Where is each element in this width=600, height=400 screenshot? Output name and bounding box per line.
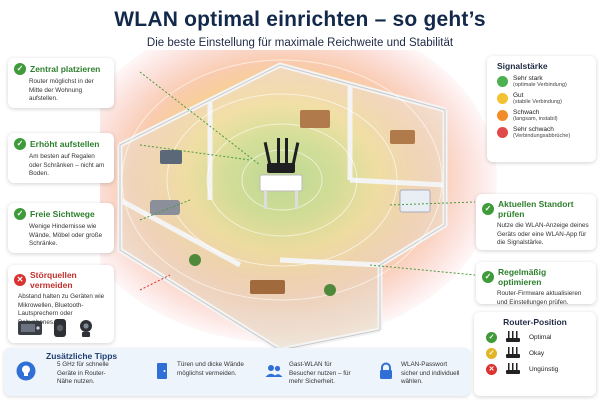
cross-icon: ✕ (486, 363, 497, 375)
check-icon: ✓ (482, 271, 494, 283)
legend-swatch (497, 93, 508, 104)
tip-card-erhoeht: ✓ Erhöht aufstellen Am besten auf Regale… (8, 133, 114, 183)
legend-swatch (497, 127, 508, 138)
tip-card-zentral: ✓ Zentral platzieren Router möglichst in… (8, 58, 114, 108)
check-icon: ✓ (14, 138, 26, 150)
router-position-item: ✕ Ungünstig (480, 363, 590, 375)
page-title: WLAN optimal einrichten – so geht’s (114, 8, 486, 31)
legend-swatch (497, 110, 508, 121)
router-icon (506, 331, 520, 342)
check-icon: ✓ (482, 203, 494, 215)
check-icon: ✓ (14, 208, 26, 220)
router-position-panel: Router-Position ✓ Optimal ✓ Okay ✕ Ungün… (474, 312, 596, 396)
page-subtitle: Die beste Einstellung für maximale Reich… (146, 37, 454, 49)
legend-item: Sehr stark(optimale Verbindung) (493, 75, 590, 88)
connector-lines (139, 71, 476, 276)
legend-item: Schwach(langsam, instabil) (493, 109, 590, 122)
legend-item: Gut(stabile Verbindung) (493, 92, 590, 105)
tip-card-standort: ✓ Aktuellen Standort prüfen Nutze die WL… (476, 194, 596, 250)
check-icon: ✓ (486, 347, 497, 359)
router-icon (506, 363, 520, 374)
door-icon (157, 363, 167, 379)
legend-swatch (497, 76, 508, 87)
floor-plan-illustration (100, 50, 497, 350)
tip-card-stoerquellen: ✕ Störquellen vermeiden Abstand halten z… (8, 265, 114, 343)
extra-tips-bar: Zusätzliche Tipps 5 GHz für schnelle Ger… (4, 348, 470, 396)
check-icon: ✓ (486, 331, 497, 343)
router-illustration (259, 138, 303, 209)
router-position-item: ✓ Optimal (480, 331, 590, 343)
tip-card-optimieren: ✓ Regelmäßig optimieren Router-Firmware … (476, 262, 596, 306)
router-icon (506, 347, 520, 358)
tip-card-sichtwege: ✓ Freie Sichtwege Wenige Hindernisse wie… (8, 203, 114, 253)
cross-icon: ✕ (14, 274, 26, 286)
extra-tip-item: 5 GHz für schnelle Geräte in Router-Nähe… (16, 361, 116, 387)
users-icon (265, 365, 283, 377)
lightbulb-icon (16, 361, 36, 381)
signal-legend: Signalstärke Sehr stark(optimale Verbind… (487, 56, 596, 162)
extra-tip-item: Türen und dicke Wände möglichst vermeide… (152, 361, 252, 381)
interference-devices-icon (18, 319, 92, 337)
legend-item: Sehr schwach(Verbindungsabbrüche) (493, 126, 590, 139)
router-position-item: ✓ Okay (480, 347, 590, 359)
check-icon: ✓ (14, 63, 26, 75)
lock-icon (380, 362, 392, 379)
extra-tip-item: Gast-WLAN für Besucher nutzen – für mehr… (264, 361, 364, 387)
extra-tip-item: WLAN-Passwort sicher und individuell wäh… (376, 361, 466, 387)
furniture (150, 110, 431, 296)
